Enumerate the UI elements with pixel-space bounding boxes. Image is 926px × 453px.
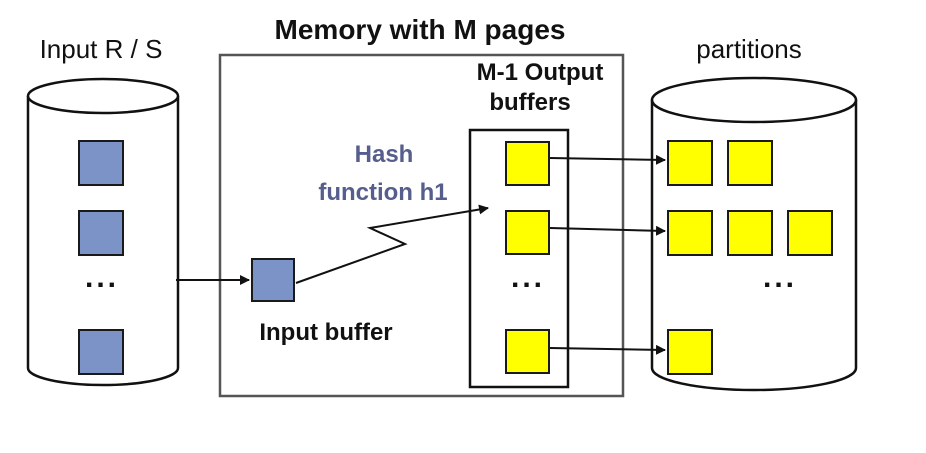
input-page: [78, 329, 124, 375]
partitions-ellipsis: ...: [763, 261, 797, 294]
partition-page: [667, 140, 713, 186]
output-buffers-label-line1: M-1 Output: [477, 59, 604, 86]
output-buffers-label-line2: buffers: [489, 89, 570, 116]
input-page: [78, 140, 124, 186]
output-buffer-page: [505, 141, 550, 186]
hash-function-arrow: [295, 204, 489, 284]
arrow-output-to-partition: [549, 225, 666, 236]
partition-page: [727, 210, 773, 256]
hash-function-label-line1: Hash: [355, 141, 414, 168]
output-buffers-ellipsis: ...: [511, 261, 545, 294]
partition-page: [787, 210, 833, 256]
partition-page: [727, 140, 773, 186]
hash-function-label-line2: function h1: [318, 179, 447, 206]
partition-page: [667, 329, 713, 375]
input-disk: ...: [26, 77, 180, 387]
output-buffer-page: [505, 210, 550, 255]
input-buffer-label: Input buffer: [259, 319, 392, 346]
output-buffer-page: [505, 329, 550, 374]
input-disk-ellipsis: ...: [85, 261, 119, 294]
partitions-disk-top: [650, 76, 858, 124]
partitions-label: partitions: [696, 34, 802, 64]
arrow-output-to-partition: [549, 154, 666, 165]
input-disk-top: [26, 77, 180, 115]
input-disk-label: Input R / S: [40, 34, 163, 64]
arrow-output-to-partition: [549, 344, 666, 355]
input-buffer-page: [251, 258, 295, 302]
partition-page: [667, 210, 713, 256]
input-page: [78, 210, 124, 256]
memory-box: [218, 53, 625, 398]
partitions-disk: ...: [650, 76, 858, 392]
memory-title: Memory with M pages: [275, 14, 566, 45]
